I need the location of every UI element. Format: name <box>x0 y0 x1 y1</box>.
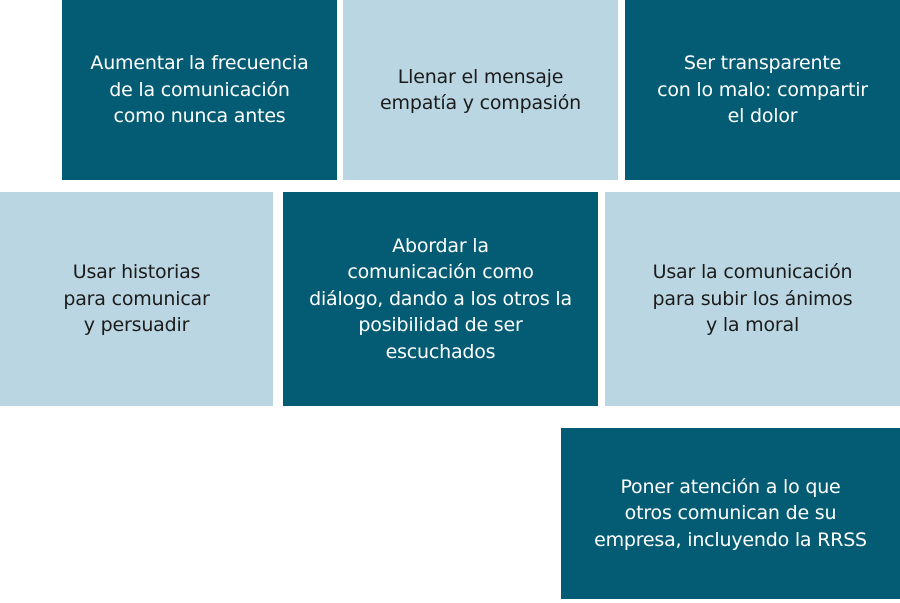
tile-text: Aumentar la frecuencia de la comunicació… <box>90 52 309 128</box>
tile-text: Llenar el mensaje empatía y compasión <box>380 65 581 115</box>
tile-poner-atencion: Poner atención a lo que otros comunican … <box>561 428 900 599</box>
tile-abordar-dialogo: Abordar la comunicación como diálogo, da… <box>283 192 598 406</box>
tile-llenar-mensaje: Llenar el mensaje empatía y compasión <box>343 0 618 180</box>
tile-usar-historias: Usar historias para comunicar y persuadi… <box>0 192 273 406</box>
tile-text: Usar historias para comunicar y persuadi… <box>63 261 210 337</box>
tile-subir-animos: Usar la comunicación para subir los ánim… <box>605 192 900 406</box>
tile-text: Ser transparente con lo malo: compartir … <box>657 52 868 128</box>
tile-ser-transparente: Ser transparente con lo malo: compartir … <box>625 0 900 180</box>
tile-text: Poner atención a lo que otros comunican … <box>594 475 867 551</box>
tile-text: Usar la comunicación para subir los ánim… <box>652 261 853 337</box>
tile-text: Abordar la comunicación como diálogo, da… <box>309 234 572 363</box>
tile-aumentar-frecuencia: Aumentar la frecuencia de la comunicació… <box>62 0 337 180</box>
